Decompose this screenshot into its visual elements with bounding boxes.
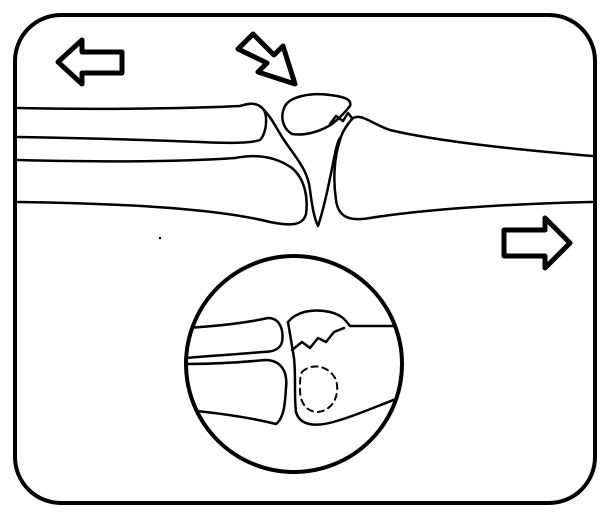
down-right-arrow-icon xyxy=(238,34,295,84)
right-arrow-icon xyxy=(504,218,570,268)
inset-circle xyxy=(186,256,404,472)
bone-outlines xyxy=(18,94,592,226)
left-arrow-icon xyxy=(58,40,122,84)
diagram-frame xyxy=(15,15,595,503)
speck xyxy=(159,237,161,239)
